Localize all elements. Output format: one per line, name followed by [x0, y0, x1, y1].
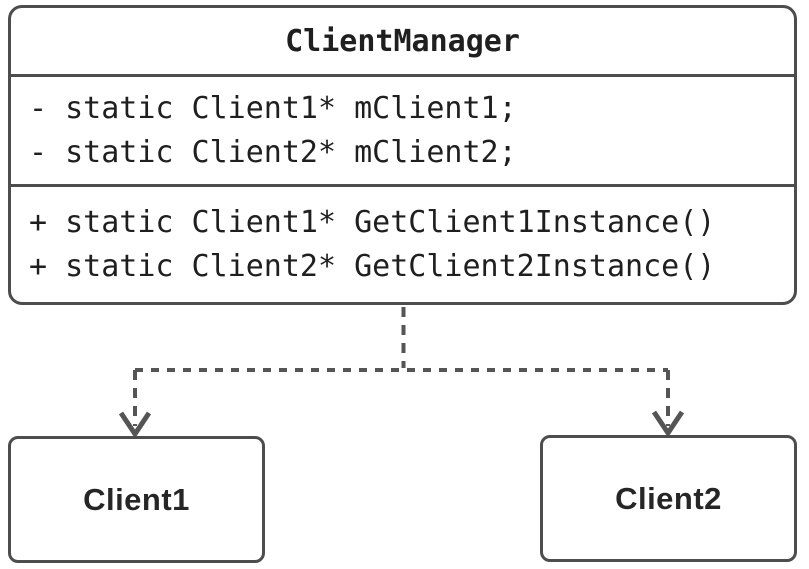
attribute-line: - static Client1* mClient1;	[29, 90, 517, 126]
class-attributes-compartment: - static Client1* mClient1; - static Cli…	[11, 77, 794, 187]
class-box-clientmanager: ClientManager - static Client1* mClient1…	[8, 5, 797, 305]
method-line: + static Client2* GetClient2Instance()	[29, 248, 716, 284]
class-title: ClientManager	[11, 8, 794, 77]
node-client1: Client1	[8, 436, 265, 563]
method-line: + static Client1* GetClient1Instance()	[29, 204, 716, 240]
arrowhead-client1-icon	[118, 411, 152, 439]
class-methods-compartment: + static Client1* GetClient1Instance() +…	[11, 187, 794, 302]
attribute-line: - static Client2* mClient2;	[29, 134, 517, 170]
node-client2-label: Client2	[615, 480, 722, 516]
node-client1-label: Client1	[83, 481, 190, 517]
node-client2: Client2	[540, 435, 797, 562]
arrowhead-client2-icon	[651, 410, 685, 438]
